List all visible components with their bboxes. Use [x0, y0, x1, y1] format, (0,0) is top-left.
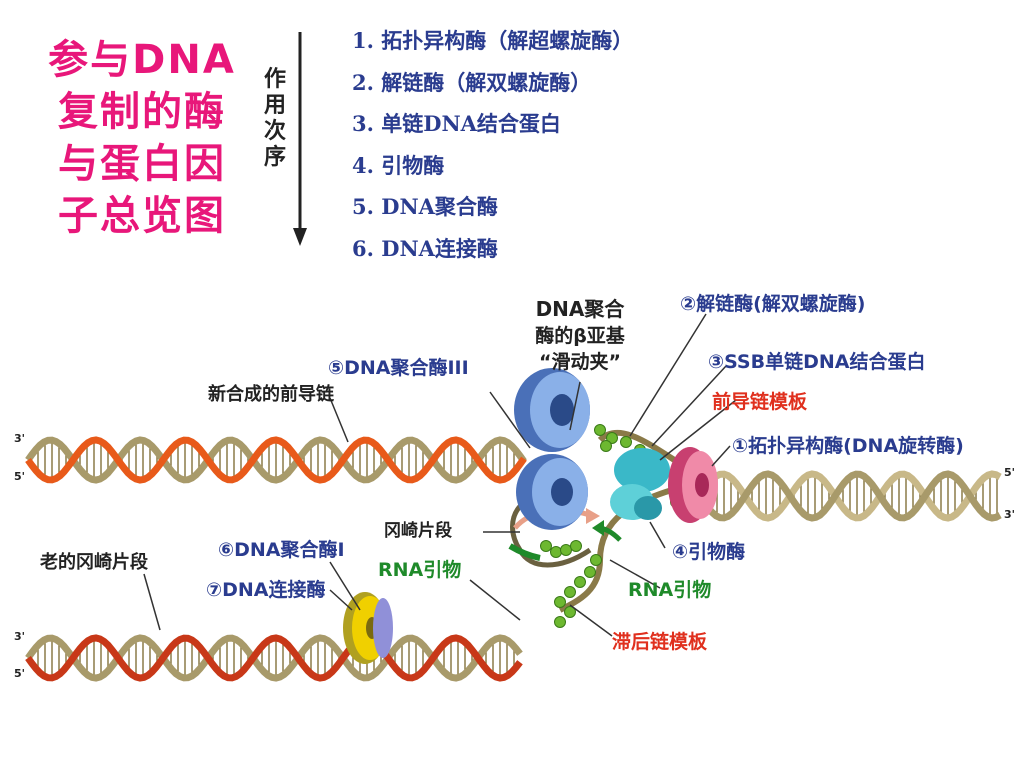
old-okazaki-fragment-label: 老的冈崎片段	[40, 551, 149, 573]
primase-icon	[610, 448, 670, 520]
list-item: 1. 拓扑异构酶（解超螺旋酶）	[352, 28, 634, 53]
strand-end-label: 3'	[1004, 508, 1015, 521]
list-item: 6. DNA连接酶	[352, 235, 498, 261]
parental-dna-helix	[697, 470, 1002, 522]
ssb-protein-icon	[620, 436, 632, 448]
dna-backbone	[25, 634, 523, 682]
title-line: 复制的酶	[58, 89, 226, 135]
title-line: 子总览图	[58, 193, 226, 239]
strand-end-label: 3'	[14, 432, 25, 445]
list-item: 3. 单链DNA结合蛋白	[352, 111, 561, 136]
dna-polymerase-i-label: ⑥DNA聚合酶I	[218, 538, 345, 561]
ssb-protein-icon	[590, 554, 602, 566]
order-arrow-icon	[293, 32, 307, 246]
dna-polymerase-iii-label: ⑤DNA聚合酶III	[328, 356, 469, 379]
strand-end-label: 5'	[1004, 466, 1015, 479]
title-line: 与蛋白因	[58, 141, 226, 187]
ssb-protein-icon	[594, 424, 606, 436]
ssb-protein-icon	[540, 540, 552, 552]
slide-title: 参与DNA 复制的酶 与蛋白因 子总览图	[42, 34, 242, 242]
dna-ligase-label: ⑦DNA连接酶	[206, 578, 325, 601]
leading-strand-helix	[25, 436, 527, 484]
replication-fork-diagram: DNA聚合 酶的β亚基 “滑动夹” ②解链酶(解双螺旋酶) ③SSB单链DNA结…	[14, 292, 1015, 682]
title-line: 参与DNA	[48, 37, 236, 83]
rna-primer-label: RNA引物	[378, 558, 461, 581]
leading-strand-new-label: 新合成的前导链	[208, 383, 335, 405]
ssb-protein-icon	[554, 596, 566, 608]
okazaki-arrowhead-icon	[586, 508, 600, 524]
dna-backbone	[697, 470, 1002, 522]
ssb-protein-icon	[584, 566, 596, 578]
ssb-protein-icon	[570, 540, 582, 552]
beta-clamp-label: 酶的β亚基	[535, 324, 626, 347]
beta-clamp-label: DNA聚合	[536, 297, 626, 321]
strand-end-label: 3'	[14, 630, 25, 643]
primase-label: ④引物酶	[672, 540, 745, 563]
lagging-strand-helix	[25, 634, 523, 682]
ssb-protein-icon	[600, 440, 612, 452]
ssb-protein-icon	[564, 586, 576, 598]
order-char: 次	[263, 118, 286, 144]
ssb-protein-icon	[606, 432, 618, 444]
strand-end-label: 5'	[14, 667, 25, 680]
topoisomerase-icon	[668, 447, 718, 523]
order-char: 作	[263, 66, 286, 92]
dna-polymerase-iii-icon	[514, 368, 590, 530]
dna-backbone	[25, 634, 523, 682]
primase-arrowhead-icon	[592, 520, 604, 536]
enzyme-order-list: 1. 拓扑异构酶（解超螺旋酶） 2. 解链酶（解双螺旋酶） 3. 单链DNA结合…	[352, 20, 633, 269]
ssb-protein-icon	[560, 544, 572, 556]
leading-template-label: 前导链模板	[712, 390, 808, 413]
order-char: 序	[263, 144, 286, 170]
okazaki-fragment-label: 冈崎片段	[384, 520, 452, 541]
dna-backbone	[25, 436, 527, 484]
ssb-protein-icon	[574, 576, 586, 588]
list-item: 4. 引物酶	[352, 152, 445, 178]
lagging-template-label: 滞后链模板	[612, 630, 708, 653]
dna-backbone	[697, 470, 1002, 522]
dna-ligase-icon	[343, 592, 393, 664]
rna-primer-segment	[508, 543, 541, 561]
beta-clamp-label: “滑动夹”	[539, 351, 621, 373]
order-label: 作 用 次 序	[258, 66, 292, 170]
topoisomerase-label: ①拓扑异构酶(DNA旋转酶)	[732, 434, 964, 457]
ssb-protein-icon	[554, 616, 566, 628]
leader-lines	[143, 313, 737, 637]
list-item: 2. 解链酶（解双螺旋酶）	[352, 69, 592, 95]
helicase-label: ②解链酶(解双螺旋酶)	[680, 292, 865, 315]
order-char: 用	[263, 92, 286, 118]
list-item: 5. DNA聚合酶	[352, 194, 498, 219]
ssb-label: ③SSB单链DNA结合蛋白	[708, 350, 925, 373]
ssb-protein-icon	[564, 606, 576, 618]
dna-backbone	[25, 436, 527, 484]
rna-primer-label: RNA引物	[628, 578, 711, 601]
ssb-protein-icon	[550, 546, 562, 558]
strand-end-label: 5'	[14, 470, 25, 483]
